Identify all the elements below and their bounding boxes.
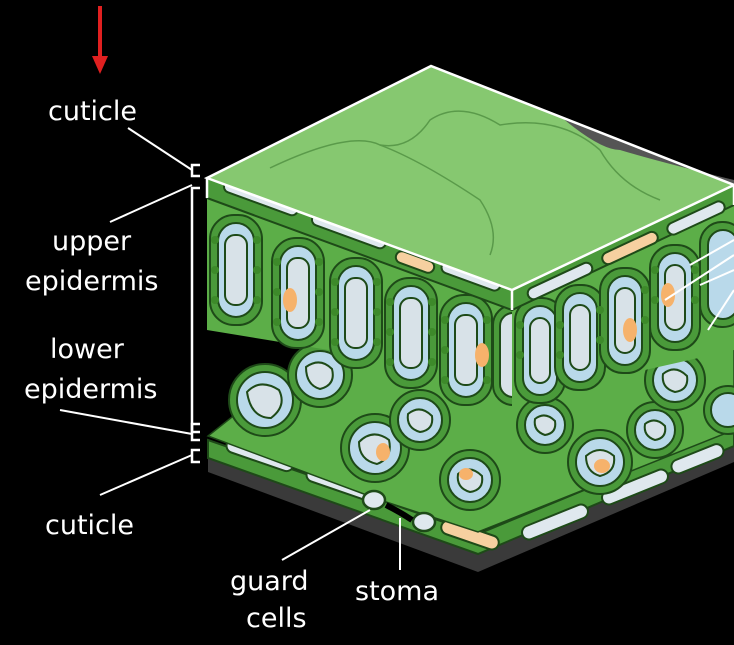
label-stoma: stoma [355,576,439,608]
label-cuticle-bottom: cuticle [45,510,134,542]
label-upper-epidermis-line1: upper [52,226,131,258]
label-brackets [192,165,200,462]
red-arrow-icon [92,6,108,74]
label-lower-epidermis-line1: lower [50,334,124,366]
label-guard-cells-line2: cells [246,603,307,635]
label-lower-epidermis-line2: epidermis [24,374,158,406]
label-cuticle-top: cuticle [48,96,137,128]
label-upper-epidermis-line2: epidermis [25,266,159,298]
label-guard-cells-line1: guard [230,566,309,598]
